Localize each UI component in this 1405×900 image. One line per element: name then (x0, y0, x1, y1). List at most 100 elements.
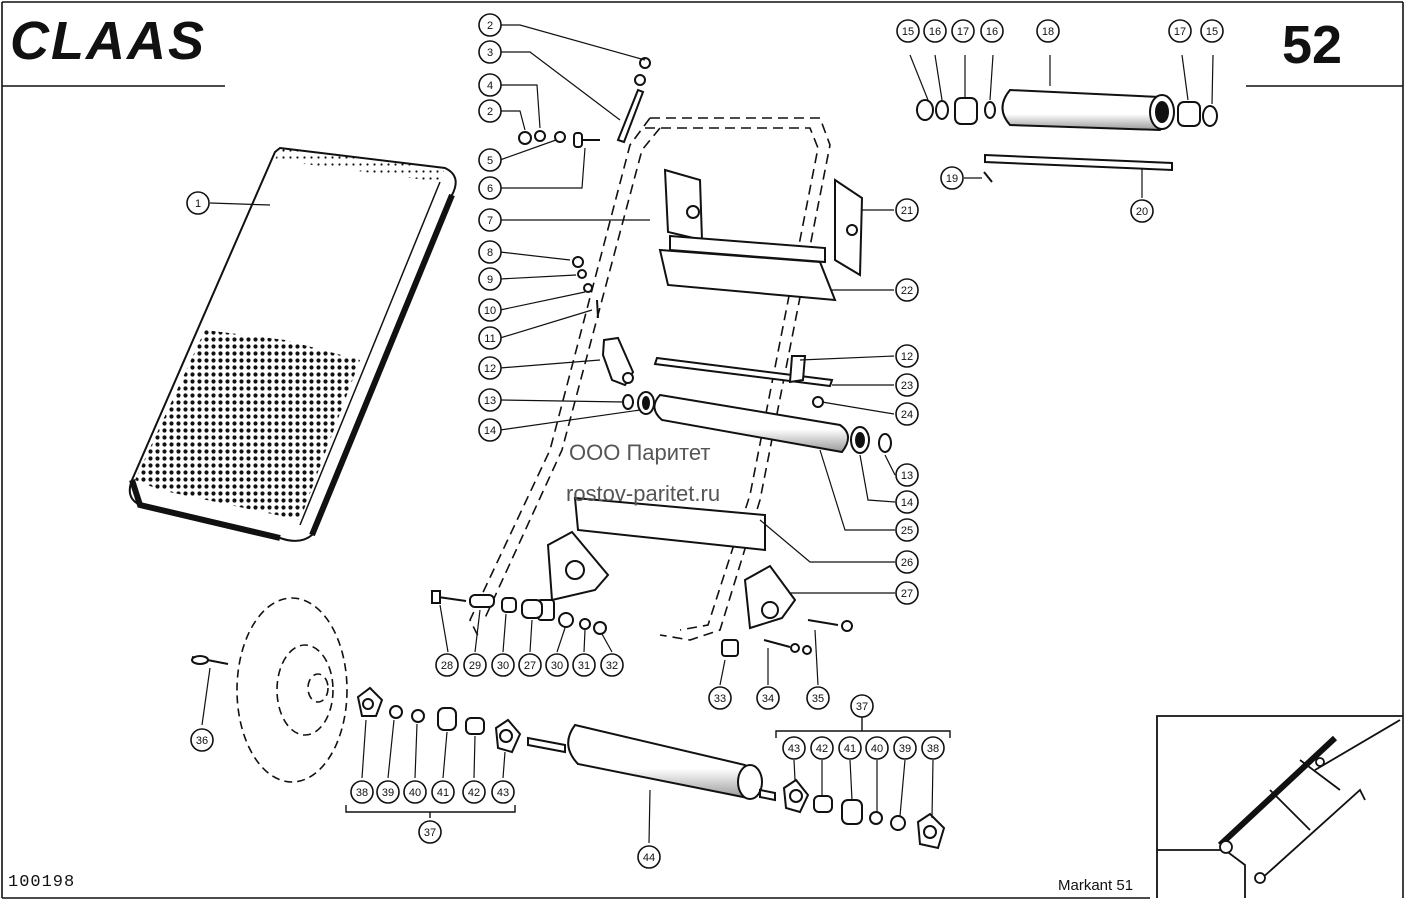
callout-circle (838, 736, 862, 760)
callout-circle (350, 780, 374, 804)
callout-number: 29 (469, 660, 481, 672)
pin-part (191, 655, 229, 665)
leader-lines (201, 24, 1214, 844)
callout-circle (478, 40, 502, 64)
callout-circle (463, 653, 487, 677)
callout-42: 42 (462, 780, 486, 804)
callout-number: 14 (484, 425, 496, 437)
callout-16: 16 (923, 19, 947, 43)
callout-circle (418, 820, 442, 844)
callout-number: 7 (487, 215, 493, 227)
callout-41: 41 (838, 736, 862, 760)
callout-number: 9 (487, 274, 493, 286)
callout-circle (491, 780, 515, 804)
callout-6: 6 (478, 176, 502, 200)
callout-circle (923, 19, 947, 43)
callout-24: 24 (895, 402, 919, 426)
callout-number: 40 (871, 743, 883, 755)
callout-number: 2 (487, 20, 493, 32)
callout-circle (478, 148, 502, 172)
callout-circle (1130, 199, 1154, 223)
callout-circle (478, 99, 502, 123)
callout-number: 8 (487, 247, 493, 259)
callout-circle (478, 388, 502, 412)
callout-number: 43 (497, 787, 509, 799)
callout-circle (895, 373, 919, 397)
callout-number: 15 (1206, 26, 1218, 38)
callout-circle (600, 653, 624, 677)
callout-number: 43 (788, 743, 800, 755)
small-hardware-left (518, 57, 651, 319)
callout-circle (186, 191, 210, 215)
callout-20: 20 (1130, 199, 1154, 223)
callout-circle (518, 653, 542, 677)
callout-43: 43 (491, 780, 515, 804)
callout-number: 35 (812, 693, 824, 705)
callout-circle (431, 780, 455, 804)
callout-circle (478, 240, 502, 264)
callout-36: 36 (190, 728, 214, 752)
callout-37: 37 (850, 694, 874, 718)
callout-number: 32 (606, 660, 618, 672)
callout-number: 3 (487, 47, 493, 59)
callout-circle (478, 298, 502, 322)
callout-41: 41 (431, 780, 455, 804)
callout-number: 21 (901, 205, 913, 217)
inset-detail (1156, 715, 1403, 898)
callout-circle (865, 736, 889, 760)
callout-30: 30 (545, 653, 569, 677)
callout-number: 30 (551, 660, 563, 672)
callout-number: 13 (901, 470, 913, 482)
callout-44: 44 (637, 845, 661, 869)
callout-number: 41 (844, 743, 856, 755)
callout-1: 1 (186, 191, 210, 215)
callout-number: 30 (497, 660, 509, 672)
callout-4: 4 (478, 73, 502, 97)
callout-14: 14 (478, 418, 502, 442)
callout-number: 39 (382, 787, 394, 799)
callout-31: 31 (572, 653, 596, 677)
callout-circle (895, 344, 919, 368)
brand-logo: CLAAS (10, 11, 206, 71)
callout-number: 5 (487, 155, 493, 167)
callout-12: 12 (895, 344, 919, 368)
callout-40: 40 (865, 736, 889, 760)
callout-number: 44 (643, 852, 655, 864)
callout-14: 14 (895, 490, 919, 514)
callout-15: 15 (896, 19, 920, 43)
callout-circle (810, 736, 834, 760)
shaft-top-right (983, 153, 1173, 183)
callout-circle (806, 686, 830, 710)
callout-number: 38 (927, 743, 939, 755)
callout-15: 15 (1200, 19, 1224, 43)
callout-number: 39 (899, 743, 911, 755)
watermark-website: rostov-paritet.ru (566, 481, 721, 506)
callout-39: 39 (376, 780, 400, 804)
callout-circle (1200, 19, 1224, 43)
callout-number: 12 (484, 363, 496, 375)
callout-39: 39 (893, 736, 917, 760)
callout-number: 24 (901, 409, 913, 421)
callout-17: 17 (951, 19, 975, 43)
callout-circle (403, 780, 427, 804)
callout-42: 42 (810, 736, 834, 760)
callout-circle (478, 73, 502, 97)
callout-number: 40 (409, 787, 421, 799)
callout-22: 22 (895, 278, 919, 302)
callout-circle (637, 845, 661, 869)
callout-circle (895, 278, 919, 302)
bearing-plate-left (537, 530, 610, 621)
drive-roller (527, 723, 776, 802)
frame-outline-dashed (469, 117, 831, 641)
callout-9: 9 (478, 267, 502, 291)
callout-circle (478, 13, 502, 37)
callout-number: 20 (1136, 206, 1148, 218)
callout-26: 26 (895, 550, 919, 574)
callout-number: 37 (424, 827, 436, 839)
callout-number: 25 (901, 525, 913, 537)
callout-circle (895, 490, 919, 514)
callout-38: 38 (350, 780, 374, 804)
callout-circle (462, 780, 486, 804)
callout-number: 13 (484, 395, 496, 407)
